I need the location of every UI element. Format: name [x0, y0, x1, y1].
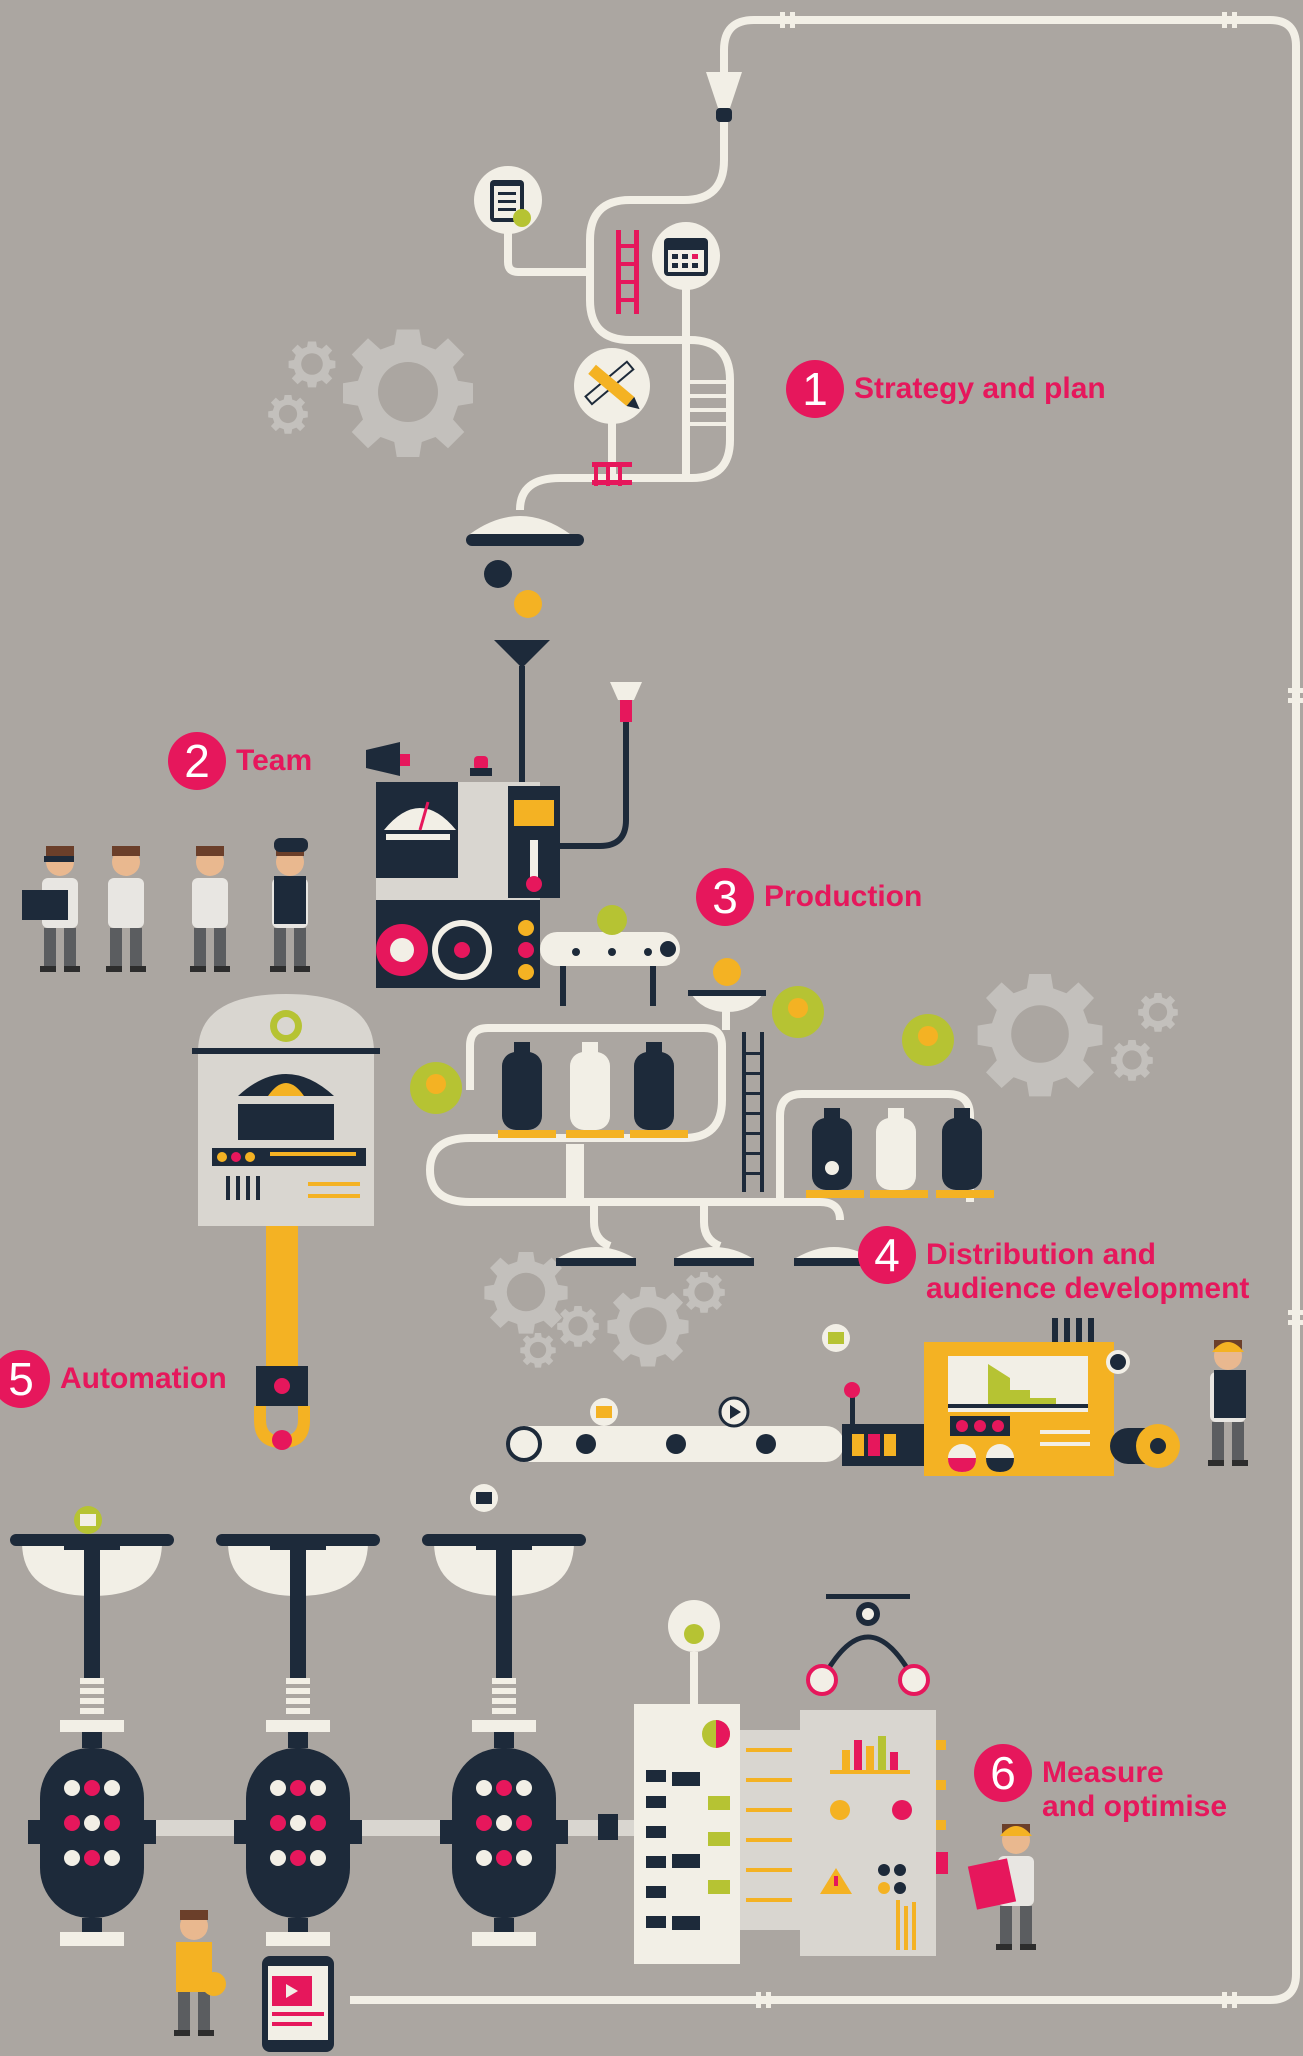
step-number: 4 [858, 1226, 916, 1284]
image-icon [590, 1398, 618, 1426]
lightbulb-icon [410, 986, 954, 1114]
drone-icon [826, 1594, 910, 1626]
intake-funnel [706, 72, 742, 108]
bottle-row-1 [498, 1042, 688, 1138]
step-number: 3 [696, 868, 754, 926]
tablet-icon [262, 1956, 334, 2052]
step-2-team: 2 Team [168, 732, 312, 790]
video-icon [718, 1396, 750, 1428]
measure-worker [967, 1824, 1036, 1950]
step-label: Automation [60, 1362, 227, 1395]
step-number: 6 [974, 1744, 1032, 1802]
step-1-strategy: 1 Strategy and plan [786, 360, 1106, 418]
rack-ladder [742, 1032, 764, 1192]
ladder-rungs [690, 380, 726, 426]
gear-icon [484, 1252, 568, 1334]
document-icon [822, 1324, 850, 1352]
measure-machine [634, 1594, 948, 1964]
team-people [22, 838, 310, 972]
step-number: 2 [168, 732, 226, 790]
gear-icon [268, 395, 308, 434]
megaphone-icon [366, 742, 410, 776]
strategy-pipes [504, 122, 734, 511]
sorter-unit [234, 1538, 362, 1946]
gear-icon [288, 341, 336, 388]
pipe-joints [756, 12, 1303, 2008]
step-6-measure: 6 Measure and optimise [974, 1744, 1227, 1824]
step-5-automation: 5 Automation [0, 1350, 227, 1408]
distribution-worker [1208, 1340, 1248, 1466]
collection-bowl [688, 958, 766, 1012]
clipboard-icon [474, 166, 542, 234]
team-machine [366, 742, 560, 988]
distribution-lamps [556, 1247, 874, 1266]
automation-worker [174, 1910, 226, 2036]
image-icon [74, 1506, 102, 1534]
gear-icon [343, 329, 473, 457]
gear-icon [557, 1306, 599, 1347]
step-number: 1 [786, 360, 844, 418]
distribution-conveyor [506, 1382, 926, 1466]
warning-icon [820, 1868, 852, 1894]
ladder-red [592, 230, 639, 486]
gear-icon [607, 1287, 689, 1367]
distribution-machine [924, 1318, 1180, 1476]
gear-icon [1111, 1040, 1153, 1081]
automation-machine [192, 994, 380, 1450]
return-pipe [350, 16, 1300, 2004]
production-conveyor [540, 905, 680, 1006]
gear-icon [683, 1272, 725, 1313]
step-label: Team [236, 744, 313, 777]
sorter-unit [28, 1538, 156, 1946]
strategy-lamp [466, 516, 584, 618]
step-4-distribution: 4 Distribution and audience development [858, 1226, 1249, 1306]
ruler-pencil-icon [574, 348, 650, 424]
gear-icon [520, 1333, 556, 1368]
step-label: Distribution and audience development [926, 1238, 1250, 1305]
step-number: 5 [0, 1350, 50, 1408]
calendar-icon [652, 222, 720, 290]
gear-icon [977, 974, 1103, 1097]
step-3-production: 3 Production [696, 868, 922, 926]
sorter-unit [440, 1538, 568, 1946]
document-icon [470, 1484, 498, 1512]
step-label: Measure and optimise [1042, 1756, 1228, 1823]
bottle-row-2 [806, 1108, 994, 1198]
step-label: Production [764, 880, 923, 913]
step-label: Strategy and plan [854, 372, 1106, 405]
gear-icon [1138, 993, 1178, 1032]
